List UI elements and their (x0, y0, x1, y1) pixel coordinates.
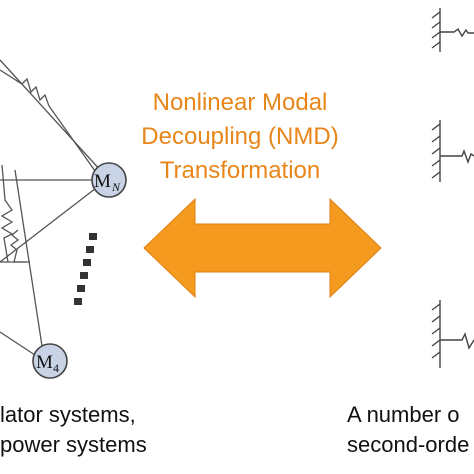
spring-symbol (0, 69, 101, 179)
node-mn-label: M (94, 171, 111, 192)
node-m4-subscript: 4 (53, 361, 59, 375)
decoupled-oscillators (431, 8, 474, 368)
double-headed-arrow (143, 197, 382, 299)
fixed-wall-icon (431, 300, 474, 368)
coupling-link (0, 184, 101, 263)
transform-title-line-3: Transformation (159, 157, 321, 184)
left-caption-line-2: power systems (0, 432, 147, 457)
fixed-wall-icon (431, 120, 474, 182)
right-caption-line-1: A number o (347, 402, 460, 427)
coupling-link (0, 331, 39, 358)
node-m4: M 4 (32, 343, 68, 379)
node-mn: M N (91, 162, 127, 198)
coupling-link (14, 169, 43, 347)
transform-title-line-1: Nonlinear Modal (152, 89, 328, 116)
spring-symbol (0, 164, 14, 263)
node-m4-label: M (36, 352, 53, 373)
node-mn-subscript: N (111, 180, 121, 194)
oscillator-network (0, 59, 103, 358)
coupling-link (0, 59, 103, 173)
transform-title-line-2: Decoupling (NMD) (141, 123, 339, 150)
left-caption-line-1: lator systems, (0, 402, 136, 427)
spring-symbol (9, 229, 26, 263)
right-caption-line-2: second-orde (347, 432, 470, 457)
ellipsis-dots (74, 233, 97, 305)
fixed-wall-icon (431, 8, 474, 52)
